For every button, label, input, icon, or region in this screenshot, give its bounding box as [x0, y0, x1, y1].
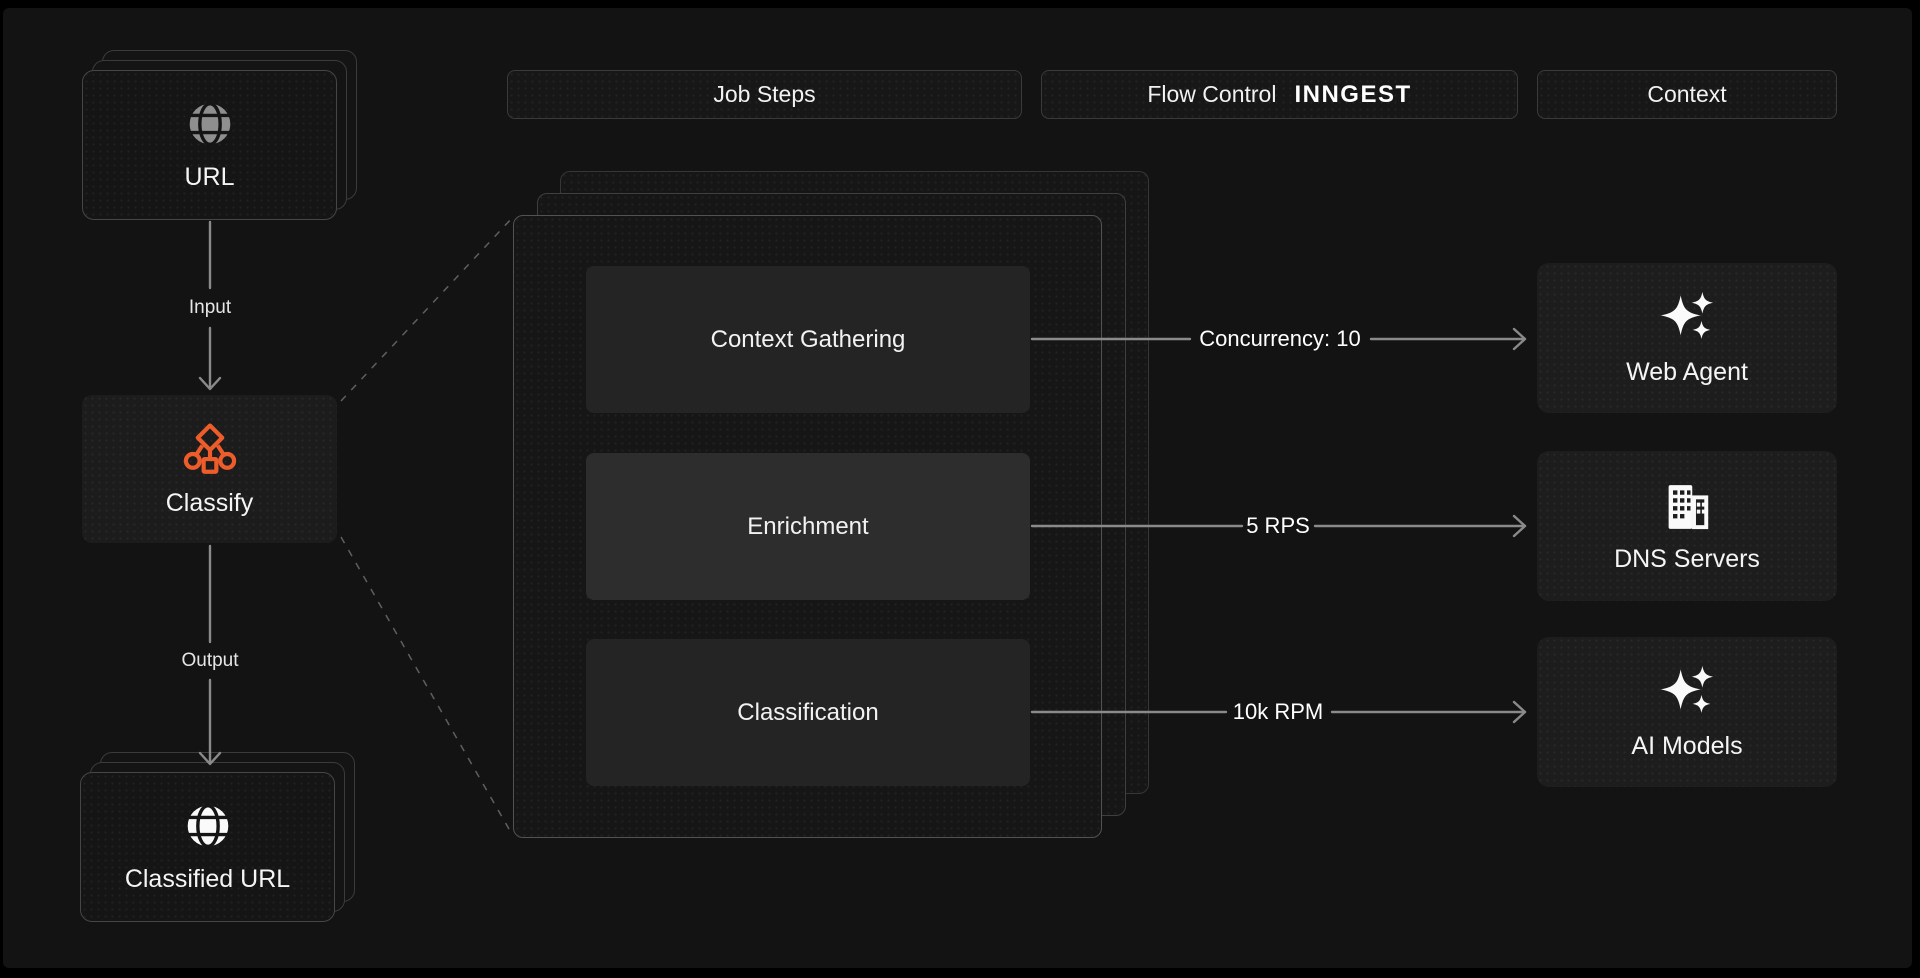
context-card-label: Web Agent — [1626, 357, 1748, 386]
classify-card: Classify — [82, 395, 337, 543]
url-card: URL — [82, 70, 337, 220]
building-icon — [1668, 484, 1709, 529]
globe-icon — [187, 803, 228, 849]
sparkles-icon — [1660, 665, 1714, 713]
header-job-steps-label: Job Steps — [713, 81, 816, 107]
input-arrow-label: Input — [188, 297, 232, 318]
classify-card-label: Classify — [165, 488, 254, 517]
sparkles-icon — [1660, 291, 1714, 339]
header-context-label: Context — [1647, 81, 1727, 107]
step-label: Enrichment — [747, 512, 869, 540]
header-context: Context — [1537, 70, 1837, 119]
context-card-ai-models: AI Models — [1537, 637, 1837, 787]
step-label: Classification — [737, 698, 879, 726]
globe-icon — [189, 101, 230, 147]
step-classification: Classification — [586, 639, 1030, 786]
classified-url-card: Classified URL — [80, 772, 335, 922]
classified-url-card-label: Classified URL — [124, 865, 291, 893]
context-card-web-agent: Web Agent — [1537, 263, 1837, 413]
context-card-label: AI Models — [1631, 731, 1743, 760]
context-card-dns-servers: DNS Servers — [1537, 451, 1837, 601]
inngest-logo: INNGEST — [1294, 80, 1412, 108]
flow-label-rpm: 10k RPM — [1232, 699, 1324, 724]
step-context-gathering: Context Gathering — [586, 266, 1030, 413]
step-enrichment: Enrichment — [586, 453, 1030, 600]
flow-label-rps: 5 RPS — [1246, 513, 1310, 538]
output-arrow-label: Output — [181, 650, 239, 671]
flow-label-concurrency: Concurrency: 10 — [1199, 326, 1361, 351]
context-card-label: DNS Servers — [1614, 544, 1760, 573]
url-card-label: URL — [184, 163, 235, 191]
step-label: Context Gathering — [710, 325, 906, 353]
header-flow-control: Flow Control INNGEST — [1041, 70, 1518, 119]
header-job-steps: Job Steps — [507, 70, 1022, 119]
header-flow-control-label: Flow Control — [1147, 81, 1277, 107]
classify-network-icon — [183, 422, 236, 474]
